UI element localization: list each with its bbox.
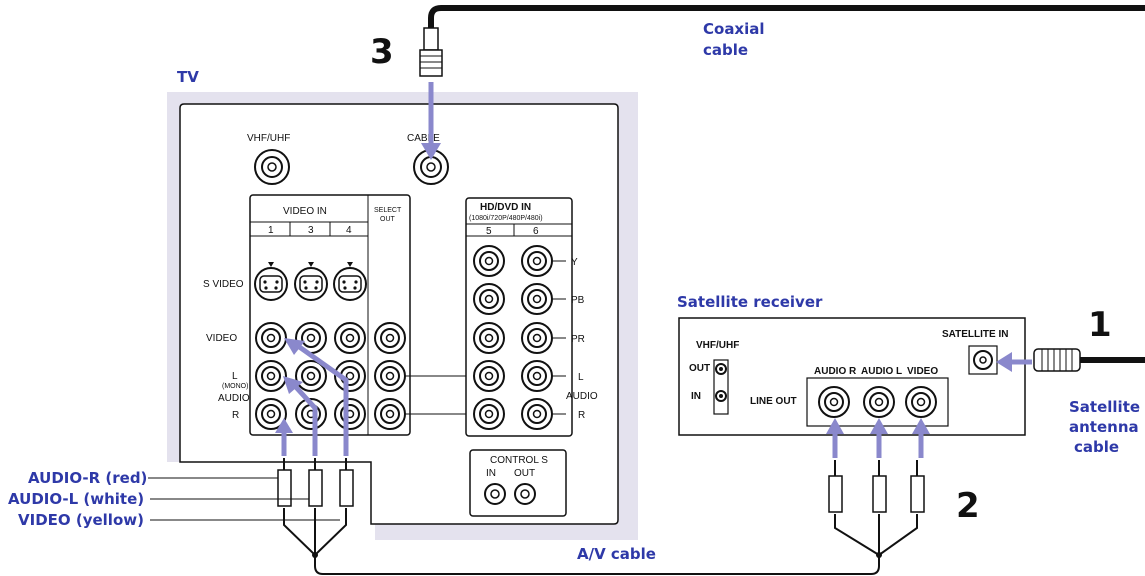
receiver-av-plugs — [828, 460, 925, 558]
video-in-input-3: 3 — [308, 225, 314, 236]
receiver-line-out-jacks — [818, 386, 937, 418]
hd-dvd-formats-label: (1080i/720P/480P/480i) — [469, 215, 543, 222]
rca-jack — [473, 322, 505, 354]
tv-vhf-uhf-label: VHF/UHF — [247, 133, 290, 144]
av-cable-run — [314, 555, 880, 575]
line-out-label: LINE OUT — [750, 396, 797, 407]
satellite-receiver-label: Satellite receiver — [677, 293, 823, 311]
s-video-jacks — [254, 262, 367, 301]
satellite-in-jack — [968, 345, 998, 375]
rca-jack — [473, 283, 505, 315]
rca-jack — [473, 398, 505, 430]
rca-jack — [334, 398, 366, 430]
tv-av-plugs — [277, 458, 354, 558]
rca-jack — [295, 398, 327, 430]
audio-l-cable-label: AUDIO-L (white) — [8, 490, 144, 508]
rca-jack — [473, 360, 505, 392]
rca-jack — [905, 386, 937, 418]
rca-jack — [255, 322, 287, 354]
rca-jack — [863, 386, 895, 418]
rca-jack — [255, 360, 287, 392]
receiver-out-label: OUT — [689, 363, 710, 374]
audio-r-cable-label: AUDIO-R (red) — [28, 469, 147, 487]
video-in-label: VIDEO IN — [283, 206, 327, 217]
satellite-arrow — [996, 352, 1032, 372]
video-in-block — [249, 194, 411, 436]
tv-cable-label: CABLE — [407, 133, 440, 144]
coaxial-cable-label-1: Coaxial — [703, 20, 765, 38]
component-y-label: Y — [571, 257, 578, 268]
tv-audio-label: AUDIO — [218, 393, 250, 404]
video-cable-label: VIDEO (yellow) — [18, 511, 144, 529]
s-video-jack — [294, 262, 328, 301]
receiver-video-label: VIDEO — [907, 366, 938, 377]
hd-input-6: 6 — [533, 226, 539, 237]
rca-jack — [295, 322, 327, 354]
receiver-av-arrows — [826, 418, 930, 458]
tv-mono-label: (MONO) — [222, 383, 248, 390]
rca-jack — [374, 360, 406, 392]
receiver-vhf-jacks — [713, 359, 729, 415]
rca-jack — [255, 398, 287, 430]
tv-label: TV — [177, 68, 199, 86]
coaxial-cable-label-2: cable — [703, 41, 748, 59]
select-out-label-1: SELECT — [374, 207, 402, 214]
hd-dvd-rca-jacks — [473, 245, 553, 430]
satellite-antenna-cable-label-1: Satellite — [1069, 398, 1140, 416]
tv-video-row-label: VIDEO — [206, 333, 237, 344]
rca-jack — [295, 360, 327, 392]
hd-audio-label: AUDIO — [566, 391, 598, 402]
receiver-audio-l-label: AUDIO L — [861, 366, 902, 377]
rca-jack — [521, 398, 553, 430]
step-3-number: 3 — [370, 32, 394, 72]
step-2-number: 2 — [956, 486, 980, 526]
satellite-antenna-cable-label-2: antenna — [1069, 418, 1139, 436]
hd-audio-l-label: L — [578, 372, 584, 383]
video-in-input-4: 4 — [346, 225, 352, 236]
s-video-jack — [333, 262, 367, 301]
tv-cable-jack — [413, 149, 449, 185]
tv-audio-r-label: R — [232, 410, 239, 421]
video-in-input-1: 1 — [268, 225, 274, 236]
component-pb-label: PB — [571, 295, 585, 306]
coaxial-cable — [419, 5, 1145, 77]
video-in-rca-jacks — [255, 322, 406, 430]
hd-audio-r-label: R — [578, 410, 585, 421]
tv-vhf-uhf-jack — [254, 149, 290, 185]
rca-jack — [818, 386, 850, 418]
control-s-label: CONTROL S — [490, 455, 548, 466]
rca-jack — [521, 245, 553, 277]
control-s-out-label: OUT — [514, 468, 535, 479]
rca-jack — [521, 360, 553, 392]
component-pr-label: PR — [571, 334, 585, 345]
s-video-jack — [254, 262, 288, 301]
rca-jack — [473, 245, 505, 277]
hd-dvd-in-label: HD/DVD IN — [480, 202, 531, 213]
hd-input-5: 5 — [486, 226, 492, 237]
receiver-vhf-uhf-label: VHF/UHF — [696, 340, 739, 351]
receiver-in-label: IN — [691, 391, 701, 402]
step-1-number: 1 — [1088, 305, 1112, 345]
select-out-label-2: OUT — [380, 216, 396, 223]
satellite-in-label: SATELLITE IN — [942, 329, 1008, 340]
tv-audio-l-label: L — [232, 371, 238, 382]
control-s-in-label: IN — [486, 468, 496, 479]
tv-av-arrows — [275, 338, 349, 456]
rca-jack — [374, 322, 406, 354]
rca-jack — [374, 398, 406, 430]
control-s-block — [469, 449, 567, 517]
rca-jack — [521, 283, 553, 315]
s-video-label: S VIDEO — [203, 279, 244, 290]
rca-jack — [334, 322, 366, 354]
rca-jack — [521, 322, 553, 354]
receiver-audio-r-label: AUDIO R — [814, 366, 857, 377]
satellite-antenna-cable — [1033, 348, 1145, 372]
coax-arrow — [421, 82, 441, 160]
satellite-antenna-cable-label-3: cable — [1074, 438, 1119, 456]
av-cable-label: A/V cable — [577, 545, 656, 563]
